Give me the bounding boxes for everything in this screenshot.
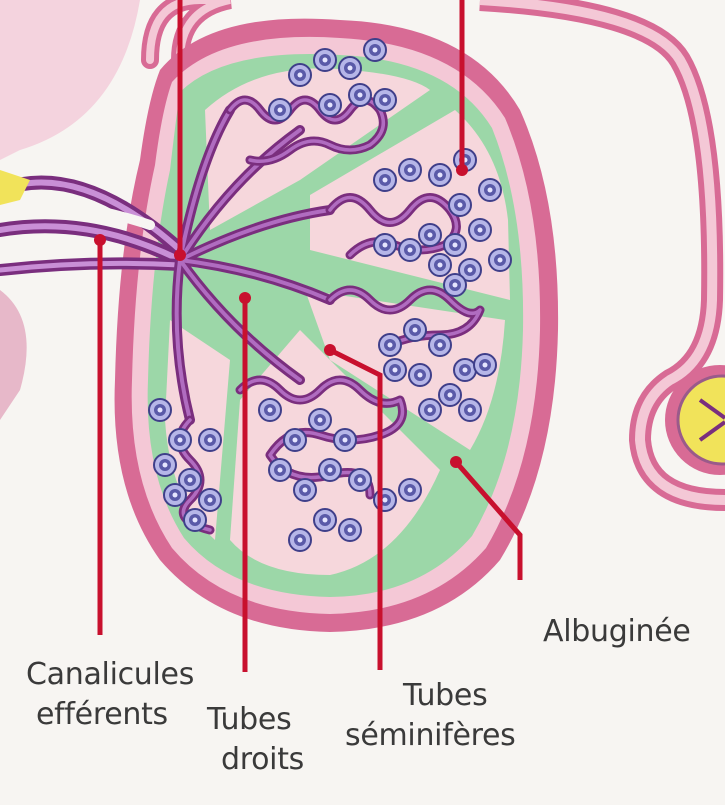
label-tubes-droits-line1: Tubes <box>207 700 304 740</box>
label-canalicules-line1: Canalicules <box>26 655 194 695</box>
left-lower-tissue <box>0 290 27 420</box>
left-background-tissue <box>0 0 140 160</box>
label-tubes-droits-line2: droits <box>207 740 304 780</box>
label-tubes-droits: Tubes droits <box>207 700 304 780</box>
label-canalicules-efferents: Canalicules efférents <box>26 655 194 735</box>
label-tubes-seminiferes-line1: Tubes <box>345 676 515 716</box>
label-albuginee-line1: Albuginée <box>543 612 691 652</box>
label-albuginee: Albuginée <box>543 612 691 652</box>
label-tubes-seminiferes-line2: séminifères <box>345 716 515 756</box>
label-tubes-seminiferes: Tubes séminifères <box>345 676 515 756</box>
label-canalicules-line2: efférents <box>26 695 194 735</box>
